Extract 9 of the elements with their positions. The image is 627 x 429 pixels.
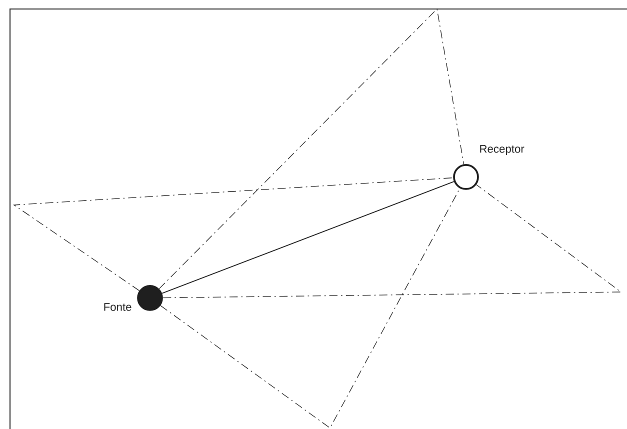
reflected-ray (160, 188, 460, 428)
point-label: Receptor (480, 145, 524, 155)
circle-marker (137, 285, 163, 311)
point-label: Fonte (104, 303, 132, 311)
circle-marker (453, 164, 479, 190)
reflected-ray (162, 184, 622, 298)
direct-ray (162, 181, 454, 294)
reflected-ray (158, 8, 464, 290)
reflected-ray (13, 177, 454, 292)
